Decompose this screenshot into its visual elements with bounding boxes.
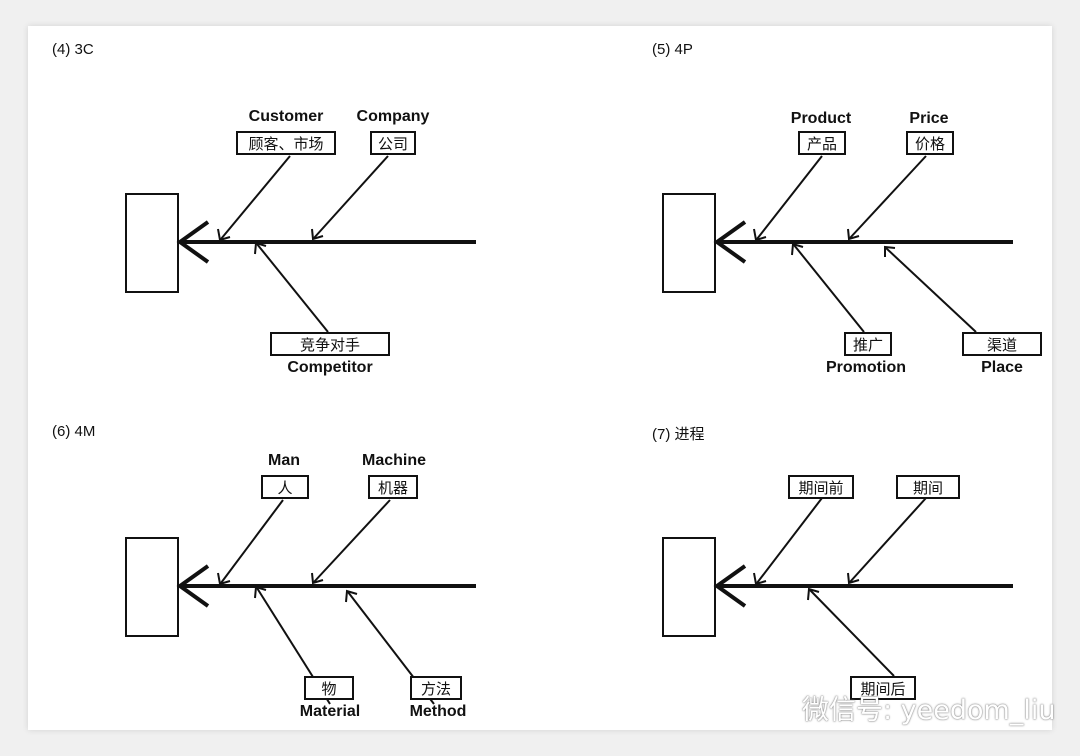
cause-box: 期间前 <box>788 475 854 499</box>
panel-title: (5) 4P <box>652 41 693 58</box>
spine-arrowhead <box>176 564 210 608</box>
bone-after <box>809 589 895 677</box>
fishbone-bones <box>176 499 435 705</box>
spine-line <box>717 584 1013 588</box>
spine-line <box>180 240 476 244</box>
bone-promotion <box>793 244 865 333</box>
wechat-icon <box>756 692 794 722</box>
watermark: 微信号: yeedom_liu <box>756 688 1055 727</box>
cause-label-en: Machine <box>361 452 427 469</box>
watermark-text: 微信号: yeedom_liu <box>802 695 1056 726</box>
cause-label-en: Method <box>409 703 467 720</box>
spine-arrowhead <box>713 564 747 608</box>
spine-arrowhead <box>713 220 747 264</box>
panel-title: (6) 4M <box>52 423 96 440</box>
spine-arrowhead <box>176 220 210 264</box>
fishbone-bones <box>713 497 927 677</box>
diagram-page: (4) 3C Customer 顾客、市场 Company 公司 竞争对手 Co… <box>28 26 1052 730</box>
panel-3c: (4) 3C Customer 顾客、市场 Company 公司 竞争对手 Co… <box>28 26 568 404</box>
bone-customer <box>220 155 291 240</box>
cause-box: 价格 <box>906 131 954 155</box>
cause-box: 期间后 <box>850 676 916 700</box>
spine-line <box>717 240 1013 244</box>
cause-label-en: Promotion <box>826 359 906 376</box>
cause-label-en: Company <box>356 108 430 125</box>
cause-box: 人 <box>261 475 309 499</box>
effect-head-box <box>662 537 716 637</box>
cause-label-en: Customer <box>248 108 324 125</box>
panel-title: (4) 3C <box>52 41 94 58</box>
panel-title: (7) 进程 <box>652 426 705 443</box>
panel-process: (7) 进程 期间前 期间 期间后 <box>564 370 1080 748</box>
cause-label-en: Product <box>790 110 852 127</box>
bone-price <box>849 155 927 239</box>
cause-label-en: Price <box>909 110 949 127</box>
bone-competitor <box>256 243 329 333</box>
cause-box: 方法 <box>410 676 462 700</box>
cause-box: 机器 <box>368 475 418 499</box>
cause-label-en: Material <box>299 703 361 720</box>
bone-company <box>313 155 389 239</box>
cause-box: 产品 <box>798 131 846 155</box>
cause-box: 期间 <box>896 475 960 499</box>
bone-before <box>756 497 823 584</box>
cause-box: 推广 <box>844 332 892 356</box>
bone-product <box>756 155 823 240</box>
panel-4p: (5) 4P Product 产品 Price 价格 推广 Promotion … <box>564 26 1080 404</box>
fishbone-bones <box>713 155 977 333</box>
panel-4m: (6) 4M Man 人 Machine 机器 物 Material 方法 Me… <box>28 370 568 748</box>
bone-machine <box>313 499 391 583</box>
bone-during <box>849 497 927 583</box>
fishbone-bones <box>176 155 389 333</box>
cause-box: 顾客、市场 <box>236 131 336 155</box>
cause-box: 公司 <box>370 131 416 155</box>
cause-box: 渠道 <box>962 332 1042 356</box>
cause-box: 竞争对手 <box>270 332 390 356</box>
bone-man <box>220 499 284 584</box>
cause-label-en: Man <box>268 452 300 469</box>
cause-label-en: Place <box>981 359 1023 376</box>
cause-box: 物 <box>304 676 354 700</box>
bone-place <box>885 247 977 333</box>
spine-line <box>180 584 476 588</box>
cause-label-en: Competitor <box>287 359 373 376</box>
